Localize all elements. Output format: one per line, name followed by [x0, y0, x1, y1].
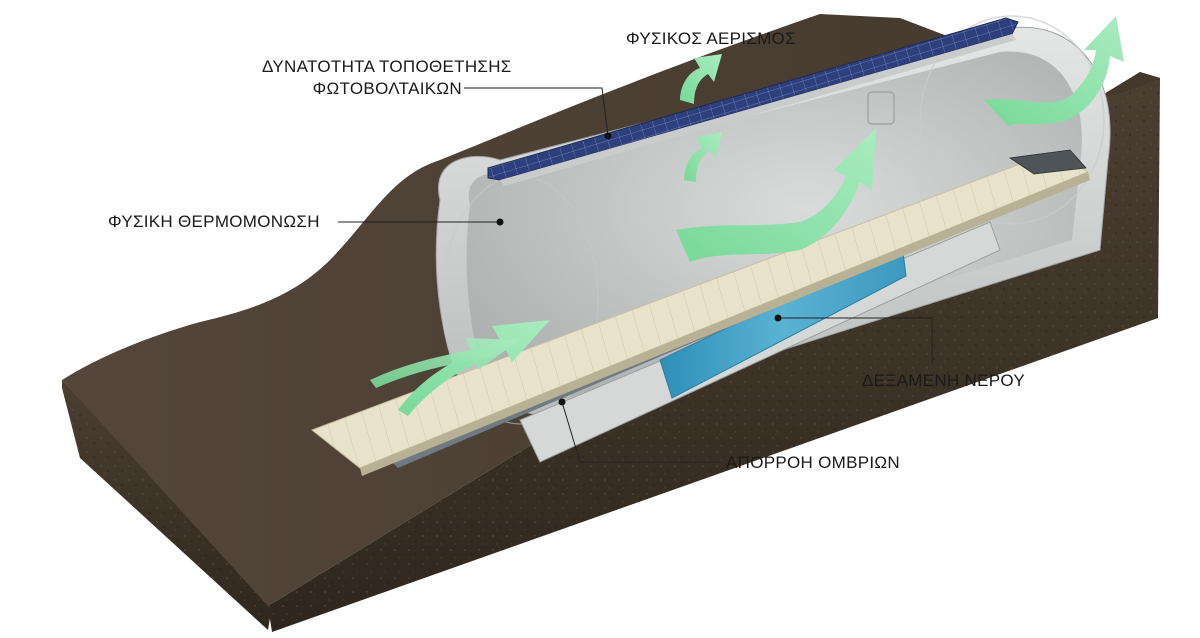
label-water-tank: ΔΕΞΑΜΕΝΗ ΝΕΡΟΥ	[862, 371, 1026, 390]
leader-dot-icon	[604, 132, 612, 140]
deck-grate	[1008, 149, 1087, 175]
label-natural-ventilation: ΦΥΣΙΚΟΣ ΑΕΡΙΣΜΟΣ	[626, 29, 796, 48]
tunnel-end-ring	[919, 15, 1105, 225]
label-natural-insulation: ΦΥΣΙΚΗ ΘΕΡΜΟΜΟΝΩΣΗ	[108, 212, 320, 231]
leader-dots	[496, 132, 782, 406]
leader-lines	[338, 87, 933, 463]
solar-panel-base	[500, 34, 1016, 186]
leader-water-tank	[778, 317, 933, 364]
label-rainwater-drainage: ΑΠΟΡΡΟΗ ΟΜΒΡΙΩΝ	[726, 453, 901, 472]
label-photovoltaics: ΔΥΝΑΤΟΤΗΤΑ ΤΟΠΟΘΕΤΗΣΗΣ ΦΩΤΟΒΟΛΤΑΙΚΩΝ	[262, 56, 512, 100]
leader-drainage	[561, 401, 720, 463]
airflow-arrow-icon	[684, 132, 722, 182]
leader-dot-icon	[496, 218, 504, 226]
leader-dot-icon	[558, 398, 566, 406]
airflow-arrow-icon	[680, 54, 722, 104]
label-photovoltaics-line1: ΔΥΝΑΤΟΤΗΤΑ ΤΟΠΟΘΕΤΗΣΗΣ	[262, 57, 512, 76]
leader-dot-icon	[774, 314, 782, 322]
airflow-arrow-icon	[984, 16, 1124, 126]
deck-edge	[360, 172, 1090, 476]
solar-panel-strip	[487, 17, 1019, 186]
leader-photovoltaics	[464, 87, 609, 137]
wooden-deck	[310, 149, 1090, 476]
airflow-arrow-icon	[676, 128, 876, 262]
label-photovoltaics-line2: ΦΩΤΟΒΟΛΤΑΙΚΩΝ	[312, 79, 462, 98]
vent-shaft	[867, 91, 895, 125]
airflow-arrow-icon	[370, 338, 520, 388]
airflow-arrows	[370, 16, 1124, 416]
